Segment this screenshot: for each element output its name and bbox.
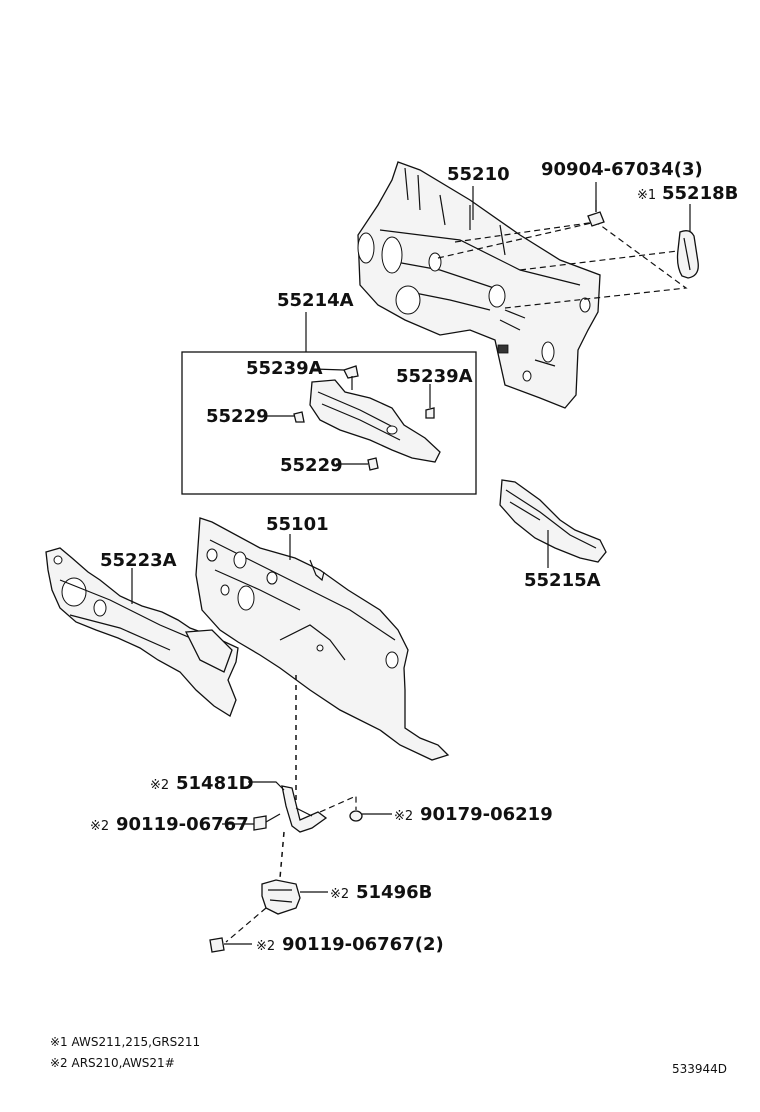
seal-55218b-icon: [676, 230, 699, 279]
bolt-90119-lower-icon: [209, 937, 225, 953]
part-55210-insulator: [357, 161, 601, 409]
label-55239a-left: 55239A: [246, 358, 323, 379]
clip-55239a-right-icon: [425, 384, 435, 419]
label-55218b-mark: ※1: [637, 188, 656, 203]
footnote-2: ※2 ARS210,AWS21#: [50, 1056, 175, 1070]
part-51496b-bracket: [261, 879, 301, 915]
label-51481d-mark: ※2: [150, 778, 169, 793]
label-90179-mark: ※2: [394, 809, 413, 824]
group-box-55214a: [181, 351, 477, 495]
footnote-1: ※1 AWS211,215,GRS211: [50, 1035, 200, 1049]
part-55223a-insulator: [45, 547, 239, 717]
label-55101: 55101: [266, 514, 329, 535]
part-55215a-bracket: [499, 479, 607, 563]
label-90119-lower: 90119-06767(2): [282, 934, 444, 955]
clip-55229-bottom-icon: [367, 457, 379, 471]
label-90119-lower-mark: ※2: [256, 939, 275, 954]
clip-55239a-left-icon: [343, 365, 359, 390]
part-51481d-bracket: [281, 785, 328, 833]
label-55214a: 55214A: [277, 290, 354, 311]
label-55239a-right: 55239A: [396, 366, 473, 387]
label-55210: 55210: [447, 164, 510, 185]
nut-90179-icon: [349, 810, 363, 822]
label-55229-top: 55229: [206, 406, 269, 427]
label-55223a: 55223A: [100, 550, 177, 571]
part-55101-dash-panel: [195, 517, 450, 761]
label-51481d: 51481D: [176, 773, 254, 794]
label-55229-bottom: 55229: [280, 455, 343, 476]
label-51496b: 51496B: [356, 882, 432, 903]
diagram-id: 533944D: [672, 1062, 727, 1076]
label-90119-upper-mark: ※2: [90, 819, 109, 834]
part-55214a-insulator: [309, 379, 441, 463]
label-90119-upper: 90119-06767: [116, 814, 249, 835]
clip-55229-top-icon: [293, 411, 305, 423]
label-90904-67034: 90904-67034(3): [541, 159, 703, 180]
label-90179: 90179-06219: [420, 804, 553, 825]
label-55218b: 55218B: [662, 183, 738, 204]
label-55215a: 55215A: [524, 570, 601, 591]
bolt-90119-upper-icon: [253, 813, 281, 831]
label-51496b-mark: ※2: [330, 887, 349, 902]
